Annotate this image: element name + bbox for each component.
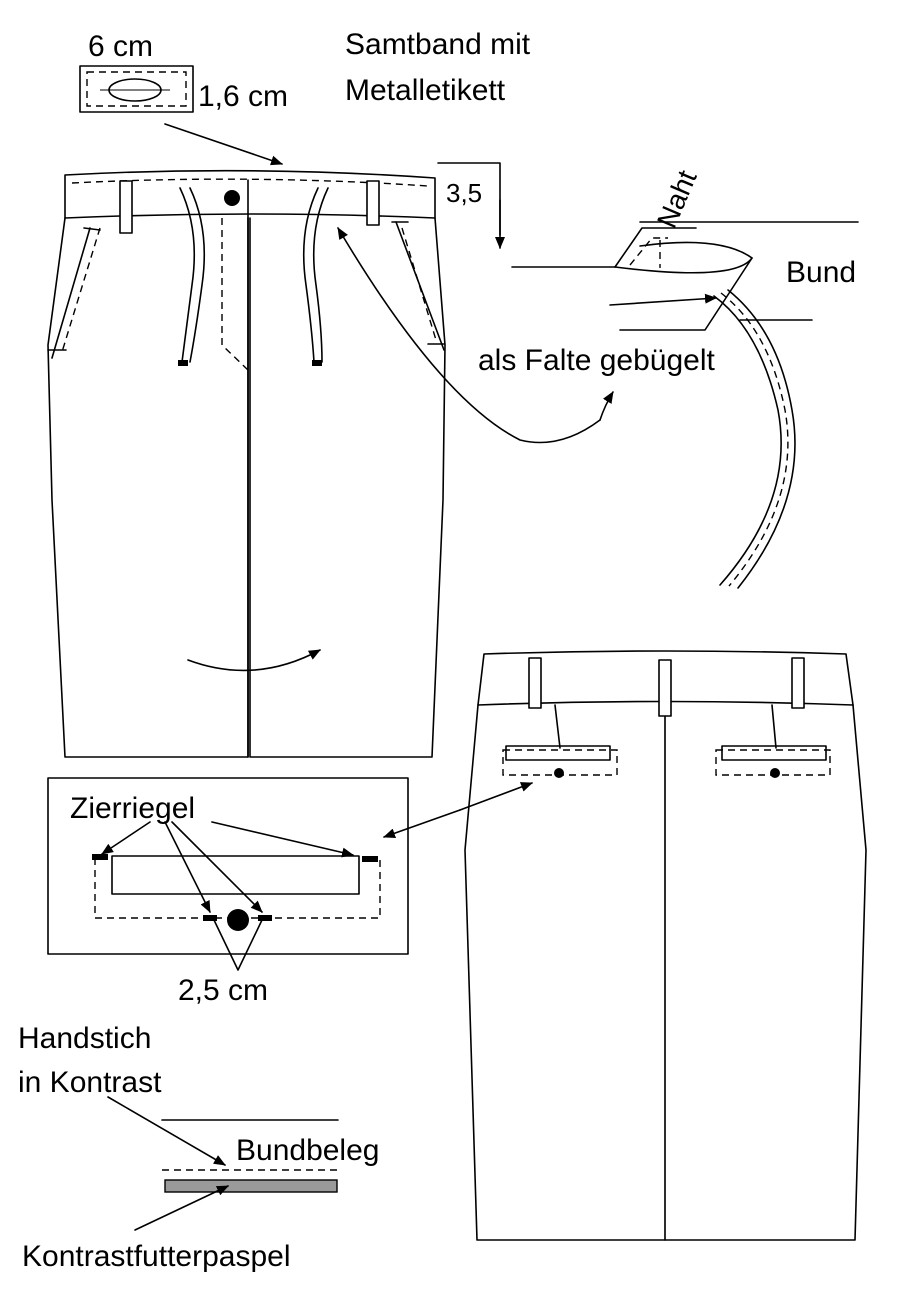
pocket-link-arrow — [383, 809, 461, 839]
label-height-16cm: 1,6 cm — [198, 80, 288, 113]
falte-pointer-arrow — [337, 227, 601, 444]
label-dim-35: 3,5 — [446, 178, 482, 208]
label-bund: Bund — [786, 256, 856, 289]
label-kontrastfutterpaspel: Kontrastfutterpaspel — [22, 1240, 291, 1273]
label-samtband-line1: Samtband mit — [345, 28, 531, 61]
skirt-back-view — [464, 650, 867, 1241]
skirt-front-view — [47, 169, 446, 758]
label-handstich-line1: Handstich — [18, 1022, 151, 1055]
falte-pointer-arrow-2 — [599, 391, 614, 421]
waistband-detail — [437, 162, 859, 589]
facing-detail — [107, 1096, 339, 1231]
waistband-button — [224, 190, 240, 206]
contrast-piping — [164, 1179, 338, 1193]
label-falte: als Falte gebügelt — [478, 344, 715, 377]
label-bundbeleg: Bundbeleg — [236, 1134, 379, 1167]
samtband-pointer-arrow — [164, 123, 283, 166]
label-dim-25cm: 2,5 cm — [178, 974, 268, 1007]
label-samtband-line2: Metalletikett — [345, 74, 506, 107]
velvet-label-detail — [79, 65, 194, 113]
label-width-6cm: 6 cm — [88, 30, 153, 63]
label-handstich-line2: in Kontrast — [18, 1066, 162, 1099]
label-zierriegel: Zierriegel — [70, 792, 195, 825]
pocket-detail-box — [47, 777, 409, 971]
